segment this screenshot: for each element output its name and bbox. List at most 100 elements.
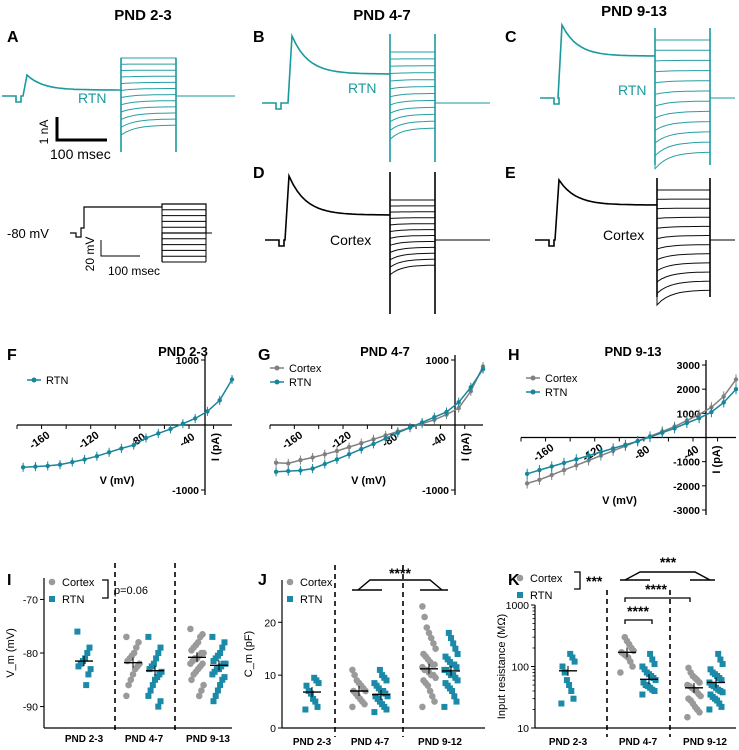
legend-label: RTN (62, 594, 84, 606)
trace-step-sweep (654, 56, 735, 132)
data-point-rtn (651, 661, 658, 667)
data-point-rtn (157, 644, 164, 651)
trace-step-sweep (120, 90, 235, 121)
data-point-rtn (717, 656, 724, 663)
data-point-cortex (420, 650, 427, 658)
data-point-rtn (371, 441, 376, 447)
data-point-rtn (153, 655, 160, 662)
data-point-rtn (672, 426, 677, 431)
x-tick-label: -160 (531, 442, 556, 464)
data-point-cortex (123, 633, 130, 641)
data-point-cortex (426, 687, 434, 695)
data-point-cortex (334, 448, 340, 454)
data-point-cortex (346, 444, 352, 450)
category-label: PND 4-7 (351, 737, 390, 748)
data-point-cortex (524, 481, 530, 486)
trace-step-sweep (656, 205, 735, 272)
panel-letter-F: F (7, 347, 17, 364)
data-point-rtn (33, 464, 38, 469)
trace-prepulse (535, 177, 657, 247)
category-label: PND 9-12 (418, 737, 462, 748)
y-axis-label: I (pA) (460, 433, 472, 461)
data-point-rtn (563, 677, 570, 684)
data-point-rtn (696, 416, 702, 421)
legend-label: Cortex (62, 577, 95, 589)
data-point-rtn (452, 645, 459, 652)
data-point-rtn (146, 666, 153, 673)
data-point-rtn (561, 460, 567, 466)
data-point-cortex (423, 624, 431, 631)
data-point-rtn (75, 663, 82, 670)
data-point-rtn (441, 666, 448, 673)
data-point-rtn (217, 682, 224, 689)
category-label: PND 9-13 (186, 734, 230, 745)
trace-label-B: RTN (348, 80, 377, 96)
trace-step-sweep (389, 74, 490, 132)
data-point-rtn (147, 687, 154, 694)
data-point-cortex (125, 681, 132, 689)
voltage-protocol (70, 203, 212, 263)
trace-step-sweep (656, 205, 735, 307)
legend-marker (286, 578, 294, 586)
data-point-rtn (74, 628, 81, 635)
data-point-cortex (684, 681, 691, 689)
data-point-rtn (707, 666, 714, 673)
data-point-rtn (106, 450, 112, 455)
data-point-rtn (168, 426, 173, 432)
data-point-rtn (310, 466, 315, 471)
trace-step-sweep (120, 90, 235, 106)
trace-step-sweep (120, 63, 235, 97)
data-point-rtn (566, 682, 573, 688)
data-point-rtn (586, 453, 591, 458)
trace-step-sweep (654, 56, 735, 171)
panel-letter-D: D (253, 165, 265, 182)
trace-label-D: Cortex (330, 232, 371, 248)
x-tick-label: -80 (128, 431, 148, 450)
y-tick-label: 10 (517, 723, 529, 735)
trace-step-sweep (120, 90, 235, 113)
data-point-cortex (187, 660, 194, 667)
data-point-rtn (334, 457, 340, 462)
data-point-rtn (359, 446, 364, 452)
data-point-rtn (559, 663, 566, 670)
legend-label: RTN (46, 375, 68, 387)
protocol-time-label: 100 msec (108, 264, 160, 278)
data-point-cortex (133, 644, 140, 651)
data-point-rtn (155, 703, 162, 710)
y-tick-label: -2000 (673, 481, 700, 493)
data-point-rtn (273, 469, 279, 474)
trace-step-sweep (654, 56, 735, 144)
data-point-cortex (561, 467, 567, 473)
trace-step-sweep (656, 205, 735, 241)
legend-label: Cortex (300, 577, 333, 589)
legend-label: Cortex (545, 373, 578, 385)
chart-title: PND 4-7 (360, 344, 410, 359)
data-point-rtn (302, 706, 309, 713)
data-point-cortex (431, 698, 438, 705)
data-point-rtn (709, 669, 716, 676)
data-point-rtn (371, 709, 378, 716)
data-point-cortex (420, 677, 427, 684)
data-point-rtn (346, 452, 352, 457)
data-point-rtn (649, 656, 656, 663)
trace-step-sweep (389, 215, 490, 268)
data-point-rtn (219, 644, 226, 651)
data-point-cortex (721, 394, 726, 399)
data-point-cortex (549, 472, 554, 478)
data-point-rtn (569, 654, 576, 661)
data-point-cortex (456, 405, 461, 411)
data-point-cortex (684, 713, 691, 721)
x-tick-label: -40 (177, 431, 197, 450)
data-point-cortex (298, 457, 303, 463)
data-point-cortex (129, 671, 137, 678)
x-tick-label: -120 (77, 429, 102, 451)
category-label: PND 2-3 (293, 737, 332, 748)
data-point-rtn (684, 420, 690, 426)
data-point-rtn (623, 442, 628, 447)
data-point-rtn (647, 650, 654, 657)
data-point-rtn (303, 682, 310, 689)
y-tick-label: 1000 (426, 355, 450, 367)
